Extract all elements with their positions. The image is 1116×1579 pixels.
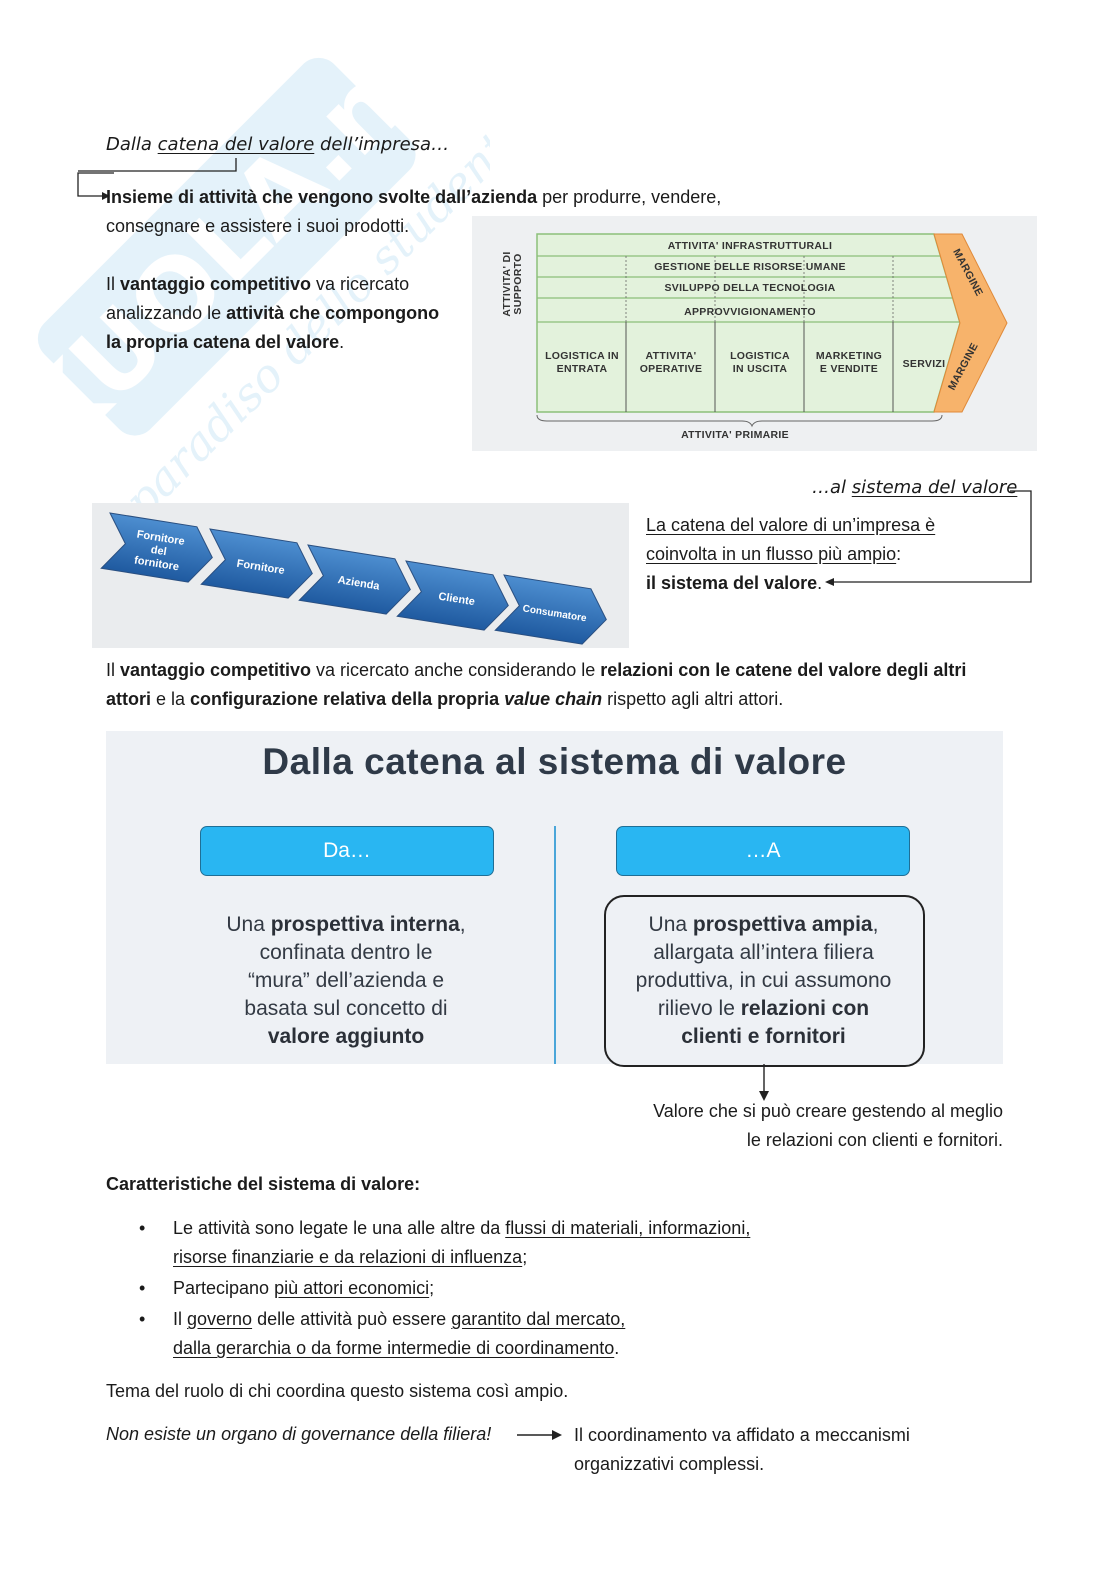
primary-marketing-l1: MARKETING [816, 350, 882, 362]
closing-theme: Tema del ruolo di chi coordina questo si… [106, 1381, 569, 1401]
support-label-2: SUPPORTO [512, 253, 524, 314]
features-list: Le attività sono legate le una alle altr… [106, 1214, 926, 1365]
primary-inbound-l2: ENTRATA [557, 363, 608, 375]
chain-heading: Dalla catena del valore dell’impresa… [106, 134, 449, 155]
value-system-diagram: Fornitore del fornitore Fornitore Aziend… [100, 512, 607, 645]
intro-definition-bold: Insieme di attività che vengono svolte d… [106, 187, 538, 207]
comparison-box: Dalla catena al sistema di valore Da… …A… [106, 731, 1003, 1067]
chain-step-consumer [494, 574, 607, 645]
value-chain-diagram: ATTIVITA' DI SUPPORTO ATTIVITA' INFRASTR… [501, 233, 1008, 441]
primary-services: SERVIZI [903, 358, 946, 370]
system-text-line2: coinvolta in un flusso più ampio [646, 544, 897, 564]
wide-perspective-frame [604, 895, 925, 1067]
intro-definition-line2: consegnare e assistere i suoi prodotti. [106, 216, 410, 236]
system-text: La catena del valore di un’impresa è coi… [646, 515, 936, 593]
svg-text:Cliente: Cliente [438, 591, 476, 609]
chain-step-supplier-of-supplier [100, 512, 213, 583]
primary-operations-l2: OPERATIVE [640, 363, 703, 375]
comparison-note: Valore che si può creare gestendo al meg… [653, 1101, 1003, 1150]
system-heading-link: sistema del valore [851, 477, 1018, 498]
primary-marketing-l2: E VENDITE [820, 363, 878, 375]
down-arrow [759, 1064, 769, 1101]
support-row-technology: SVILUPPO DELLA TECNOLOGIA [664, 282, 835, 294]
svg-text:del: del [150, 544, 168, 558]
primary-activities-label: ATTIVITA' PRIMARIE [681, 429, 789, 441]
primary-operations-l1: ATTIVITA' [646, 350, 697, 362]
feature-flows: Le attività sono legate le una alle altr… [106, 1214, 926, 1272]
primary-inbound-l1: LOGISTICA IN [545, 350, 619, 362]
system-heading-pre: …al [812, 477, 852, 498]
chain-heading-link: catena del valore [157, 134, 315, 155]
advantage-paragraph: Il vantaggio competitivo va ricercato an… [106, 660, 967, 709]
feature-actors: Partecipano più attori economici; [106, 1274, 926, 1303]
internal-perspective-text: Una prospettiva interna, confinata dentr… [226, 913, 466, 1048]
to-pill: …A [616, 826, 910, 876]
comparison-title: Dalla catena al sistema di valore [262, 741, 847, 782]
comparison-divider [554, 826, 556, 1064]
system-text-line1: La catena del valore di un’impresa è [646, 515, 936, 535]
intro-connector-top [78, 158, 237, 172]
chain-heading-post: dell’impresa… [314, 134, 450, 155]
from-pill: Da… [200, 826, 494, 876]
support-row-hr: GESTIONE DELLE RISORSE UMANE [654, 261, 846, 273]
feature-governance: Il governo delle attività può essere gar… [106, 1305, 926, 1363]
intro-connector-arrow [77, 172, 114, 200]
chain-step-supplier [200, 528, 313, 599]
value-chain-figure: ATTIVITA' DI SUPPORTO ATTIVITA' INFRASTR… [472, 216, 1037, 451]
system-heading: …al sistema del valore [812, 477, 1017, 498]
intro-definition: Insieme di attività che vengono svolte d… [106, 183, 806, 241]
system-text-bold: il sistema del valore [646, 573, 818, 593]
primary-outbound-l2: IN USCITA [733, 363, 788, 375]
closing-result: Il coordinamento va affidato a meccanism… [574, 1425, 910, 1474]
support-row-infrastructure: ATTIVITA' INFRASTRUTTURALI [668, 240, 832, 252]
closing-italic: Non esiste un organo di governance della… [106, 1424, 492, 1444]
closing-arrow [517, 1430, 562, 1440]
chain-step-client [396, 560, 509, 631]
intro-advantage: Il vantaggio competitivo va ricercato an… [106, 274, 440, 352]
support-row-procurement: APPROVVIGIONAMENTO [684, 306, 816, 318]
value-system-figure: Fornitore del fornitore Fornitore Aziend… [92, 503, 629, 648]
primary-outbound-l1: LOGISTICA [730, 350, 790, 362]
margin-arrow [933, 233, 1008, 413]
wide-perspective-text: Una prospettiva ampia, allargata all’int… [635, 913, 892, 1048]
system-connector-arrow [825, 490, 1032, 586]
features-title: Caratteristiche del sistema di valore: [106, 1174, 421, 1194]
intro-definition-rest: per produrre, vendere, [537, 187, 722, 207]
chain-heading-pre: Dalla [106, 134, 158, 155]
support-label-1: ATTIVITA' DI [501, 251, 513, 316]
chain-step-company [298, 544, 411, 615]
